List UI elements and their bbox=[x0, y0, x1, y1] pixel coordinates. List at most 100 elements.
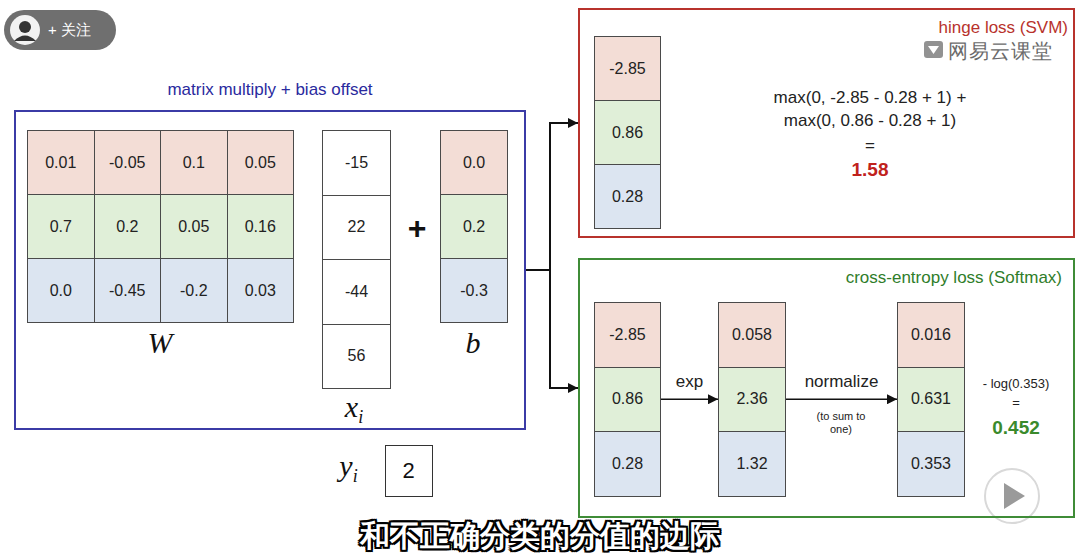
connector-arrow bbox=[526, 270, 578, 388]
matrix-cell: 0.0 bbox=[440, 130, 508, 195]
formula-text: = bbox=[690, 136, 1050, 156]
matrix-value: 0.2 bbox=[116, 218, 138, 236]
label-box: yi2 bbox=[385, 445, 433, 497]
matrix-value: 0.05 bbox=[178, 218, 209, 236]
matrix-cell: 0.0 bbox=[27, 258, 95, 323]
watermark-icon bbox=[924, 41, 943, 58]
matrix-cell: 0.016 bbox=[897, 302, 965, 368]
probability-vector: 0.016 0.631 0.353 bbox=[897, 302, 965, 497]
avatar bbox=[10, 15, 40, 45]
matrix-value: 0.353 bbox=[911, 455, 951, 473]
avatar-body bbox=[14, 36, 36, 42]
matrix-value: 0.2 bbox=[463, 218, 485, 236]
subscript: i bbox=[353, 466, 358, 486]
matrix-value: -0.2 bbox=[180, 282, 208, 300]
matrix-cell: 0.631 bbox=[897, 367, 965, 433]
watermark: 网易云课堂 bbox=[948, 40, 1074, 62]
symbol: y bbox=[339, 449, 352, 482]
matrix-value: 0.05 bbox=[245, 154, 276, 172]
watermark-icon-mark bbox=[928, 46, 939, 54]
matrix-cell: -2.85 bbox=[594, 36, 661, 101]
matrix-cell: 0.058 bbox=[718, 302, 786, 368]
arrow-label: exp bbox=[674, 372, 705, 392]
connector-arrow bbox=[526, 123, 578, 270]
matrix-cell: 0.353 bbox=[897, 431, 965, 497]
matrix-cell: 0.1 bbox=[160, 130, 228, 195]
loss-value: 1.58 bbox=[690, 159, 1050, 181]
subscript-label: xi bbox=[316, 390, 392, 428]
matrix-name: W bbox=[135, 326, 185, 360]
avatar-head bbox=[19, 21, 31, 33]
matrix-cell: 0.7 bbox=[27, 194, 95, 259]
matrix-value: 0.01 bbox=[45, 154, 76, 172]
bias-vector: 0.00.2-0.3b bbox=[440, 130, 508, 323]
formula-text: - log(0.353) bbox=[964, 376, 1068, 392]
follow-pill bbox=[4, 10, 116, 50]
matrix-value: 0.1 bbox=[183, 154, 205, 172]
matrix-cell: -0.3 bbox=[440, 258, 508, 323]
play-button bbox=[985, 469, 1039, 523]
matrix-value: 0.86 bbox=[612, 390, 643, 408]
matrix-cell: 0.86 bbox=[594, 367, 661, 433]
subscript: i bbox=[358, 407, 363, 427]
matrix-cell: -44 bbox=[322, 259, 391, 325]
matrix-value: -15 bbox=[345, 154, 368, 172]
matrix-value: 0.7 bbox=[50, 218, 72, 236]
matrix-value: 0.16 bbox=[245, 218, 276, 236]
matrix-cell: 0.05 bbox=[160, 194, 228, 259]
matrix-value: 56 bbox=[348, 347, 366, 365]
matrix-cell: -2.85 bbox=[594, 302, 661, 368]
symbol: x bbox=[345, 390, 358, 423]
matrix-value: 0.03 bbox=[245, 282, 276, 300]
matrix-value: 1.32 bbox=[736, 455, 767, 473]
matrix-cell: 0.2 bbox=[94, 194, 162, 259]
connector-arrow bbox=[786, 398, 897, 400]
panel-title: hinge loss (SVM) bbox=[700, 18, 1068, 38]
matrix-value: 0.28 bbox=[612, 188, 643, 206]
plus-sign: + bbox=[402, 210, 432, 246]
matrix-cell: 0.16 bbox=[227, 194, 295, 259]
subtitle: 和不正确分类的分值的边际 bbox=[170, 519, 910, 553]
loss-value: 0.452 bbox=[964, 417, 1068, 439]
matrix-value: -0.3 bbox=[460, 282, 488, 300]
matrix-cell: -0.2 bbox=[160, 258, 228, 323]
weight-matrix: 0.01 -0.05 0.1 0.05 0.7 0.2 0.05 0.16 0.0 -0.45 -0… bbox=[27, 130, 294, 323]
matrix-cell: 56 bbox=[322, 324, 391, 390]
matrix-value: 0.86 bbox=[612, 124, 643, 142]
matrix-value: 2.36 bbox=[736, 390, 767, 408]
arrow-note: (to sum to one) bbox=[816, 410, 866, 436]
matrix-cell: 1.32 bbox=[718, 431, 786, 497]
matrix-cell: 0.28 bbox=[594, 431, 661, 497]
matrix-value: 0.0 bbox=[50, 282, 72, 300]
matrix-value: -0.05 bbox=[109, 154, 145, 172]
exp-vector: 0.058 2.36 1.32 bbox=[718, 302, 786, 497]
matrix-value: 0.28 bbox=[612, 455, 643, 473]
matrix-cell: -15 bbox=[322, 130, 391, 196]
vector-name: b bbox=[448, 326, 498, 360]
play-triangle bbox=[1004, 483, 1025, 509]
score-vector: -2.85 0.86 0.28 bbox=[594, 302, 661, 497]
matrix-value: -2.85 bbox=[609, 326, 645, 344]
operation-panel: matrix multiply + bias offset0.01-0.050.… bbox=[14, 110, 526, 430]
matrix-value: 0.631 bbox=[911, 390, 951, 408]
matrix-cell: 0.2 bbox=[440, 194, 508, 259]
formula-text: max(0, -2.85 - 0.28 + 1) + bbox=[690, 88, 1050, 108]
matrix-cell: -0.05 bbox=[94, 130, 162, 195]
follow-button-text: + 关注 bbox=[48, 20, 112, 40]
matrix-cell: 2.36 bbox=[718, 367, 786, 433]
class-label: 2 bbox=[386, 446, 431, 495]
formula-text: = bbox=[964, 395, 1068, 411]
matrix-value: -2.85 bbox=[609, 60, 645, 78]
input-vector: -1522-4456xi bbox=[322, 130, 391, 389]
panel-title: matrix multiply + bias offset bbox=[14, 80, 526, 100]
arrow-label: normalize bbox=[803, 372, 881, 392]
matrix-cell: -0.45 bbox=[94, 258, 162, 323]
matrix-value: 22 bbox=[348, 218, 366, 236]
matrix-cell: 0.05 bbox=[227, 130, 295, 195]
formula-text: max(0, 0.86 - 0.28 + 1) bbox=[690, 111, 1050, 131]
matrix-value: 0.0 bbox=[463, 154, 485, 172]
matrix-value: 0.058 bbox=[732, 326, 772, 344]
score-vector: -2.85 0.86 0.28 bbox=[594, 36, 661, 229]
